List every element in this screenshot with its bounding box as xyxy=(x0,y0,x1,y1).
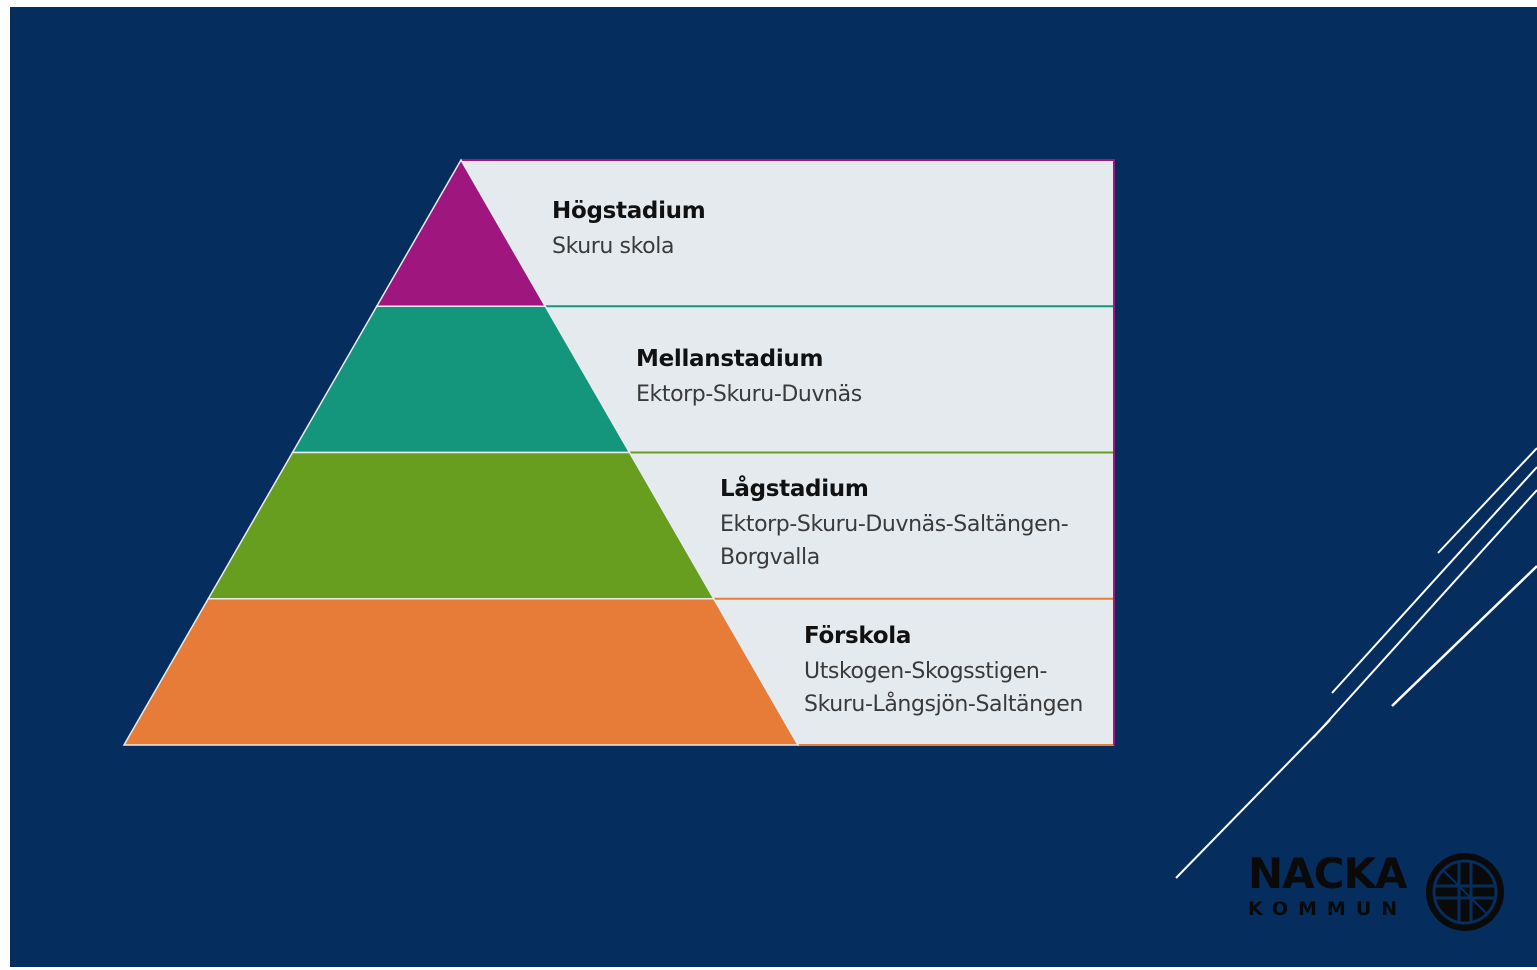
level-title: Mellanstadium xyxy=(636,346,824,372)
level-description: Ektorp-Skuru-Duvnäs xyxy=(636,378,862,411)
level-description: Skuru skola xyxy=(552,230,674,263)
level-description-line: Ektorp-Skuru-Duvnäs-Saltängen- xyxy=(720,512,1069,537)
nacka-emblem-icon xyxy=(1426,853,1504,931)
level-description-line: Skuru skola xyxy=(552,234,675,259)
level-description: Ektorp-Skuru-Duvnäs-Saltängen- Borgvalla xyxy=(720,508,1069,574)
level-description: Utskogen-Skogsstigen- Skuru-Långsjön-Sal… xyxy=(804,655,1083,721)
panel-border xyxy=(461,159,1115,745)
level-description-line: Ektorp-Skuru-Duvnäs xyxy=(636,382,862,407)
level-description-line: Utskogen-Skogsstigen- xyxy=(804,659,1047,684)
decorative-lines xyxy=(1175,447,1537,879)
level-description-line: Borgvalla xyxy=(720,545,820,570)
level-title: Lågstadium xyxy=(720,476,869,502)
logo-subtitle: KOMMUN xyxy=(1248,898,1408,920)
level-title: Högstadium xyxy=(552,198,706,224)
pyramid-segment-forskola xyxy=(122,598,800,746)
level-description-line: Skuru-Långsjön-Saltängen xyxy=(804,692,1083,717)
level-title: Förskola xyxy=(804,623,912,649)
nacka-kommun-logo: NACKA KOMMUN xyxy=(1248,849,1408,921)
logo-name: NACKA xyxy=(1248,849,1408,898)
pyramid-segment-lagstadium xyxy=(206,451,716,600)
